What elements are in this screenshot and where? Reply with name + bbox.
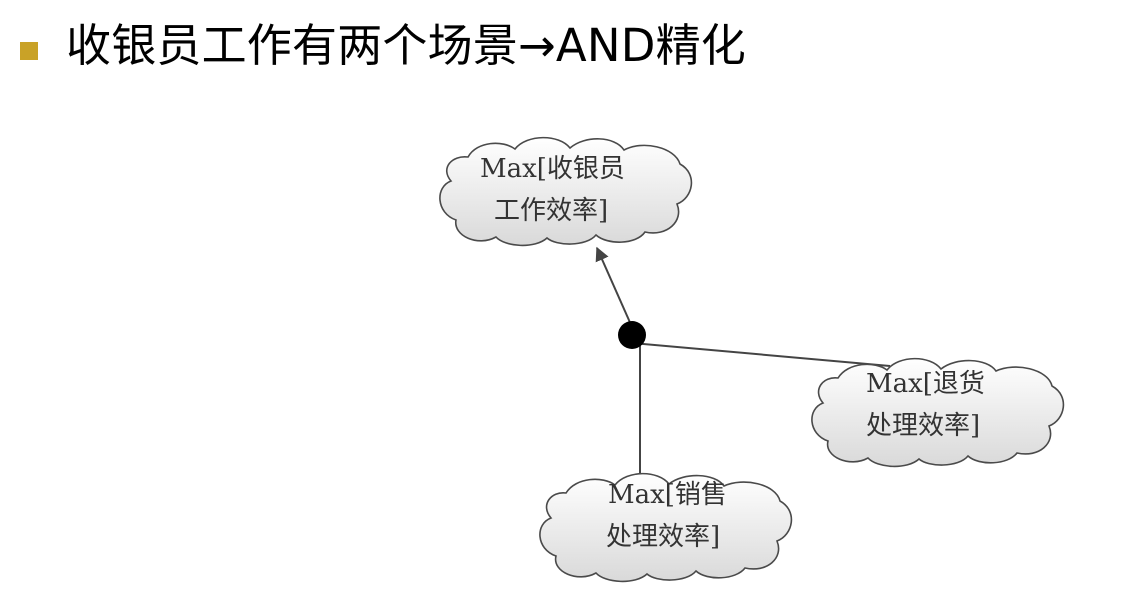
bullet-square bbox=[20, 42, 38, 60]
slide-title: 收银员工作有两个场景→AND精化 bbox=[20, 14, 746, 78]
goal-text-line1: Max[收银员 bbox=[480, 154, 625, 184]
sales-text-line1: Max[销售 bbox=[608, 480, 727, 510]
sales-cloud-shape bbox=[539, 472, 793, 583]
title-text: 收银员工作有两个场景→AND精化 bbox=[66, 19, 747, 72]
goal-cloud-shape bbox=[439, 136, 693, 247]
return-cloud: Max[退货 处理效率] bbox=[811, 357, 1065, 468]
return-text-line1: Max[退货 bbox=[866, 369, 985, 399]
return-cloud-shape bbox=[811, 357, 1065, 468]
return-text-line2: 处理效率] bbox=[866, 411, 980, 441]
goal-cloud: Max[收银员 工作效率] bbox=[439, 136, 693, 247]
sales-cloud: Max[销售 处理效率] bbox=[539, 472, 793, 583]
goal-text-line2: 工作效率] bbox=[494, 196, 608, 226]
sales-text-line2: 处理效率] bbox=[606, 522, 720, 552]
and-node bbox=[618, 321, 646, 349]
and-to-return-link bbox=[631, 342, 891, 367]
square-bullet-icon bbox=[20, 42, 38, 60]
and-to-goal-arrow bbox=[595, 246, 633, 328]
